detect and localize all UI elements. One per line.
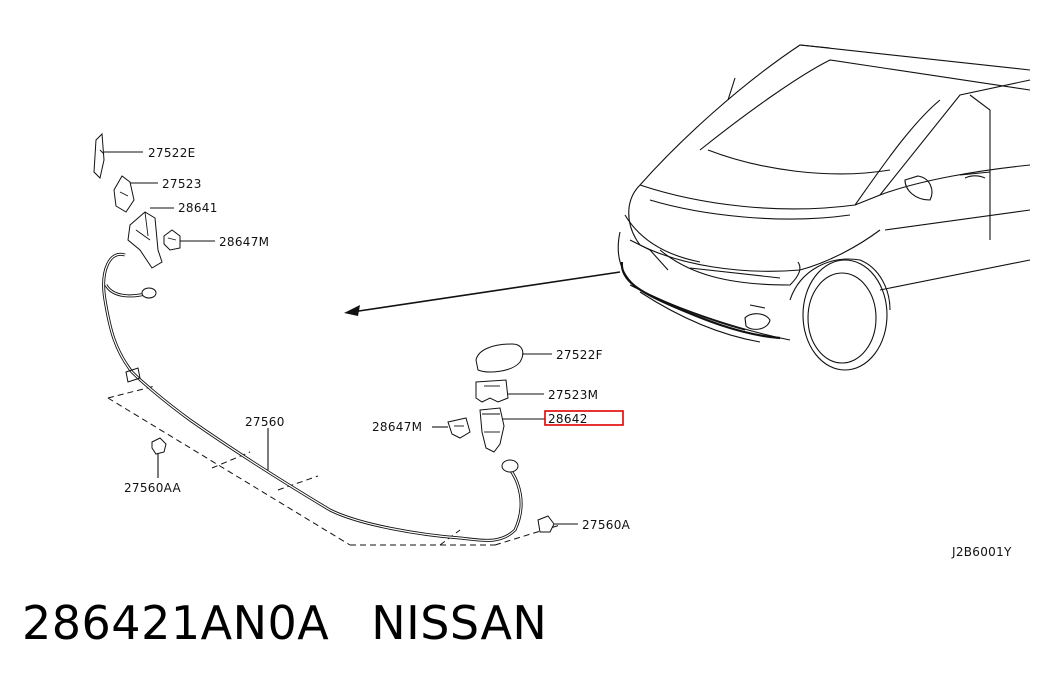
part-caption: 286421AN0A NISSAN [22,596,589,650]
label-27522f: 27522F [556,348,603,362]
label-27522e: 27522E [148,146,196,160]
label-27523m: 27523M [548,388,598,402]
left-top-cover-part [93,132,105,179]
pointer-arrow [344,271,621,316]
left-clip-part [163,229,181,251]
label-28641: 28641 [178,201,218,215]
left-nozzle-part [127,211,163,269]
right-clip-part [447,417,471,439]
label-27560aa: 27560AA [124,481,182,495]
left-hose-connector [141,287,157,299]
left-hose-clip-part [151,437,167,455]
label-27560a: 27560A [582,518,631,532]
label-27560: 27560 [245,415,285,429]
highlight-box [544,410,624,426]
right-hose-connector [501,459,519,473]
washer-hose [102,252,523,542]
label-27523: 27523 [162,177,202,191]
brand-name: NISSAN [371,596,548,650]
left-bracket-part [113,175,135,213]
right-hose-clip-part [537,515,555,533]
diagram-code: J2B6001Y [951,545,1012,559]
right-nozzle-part [479,407,505,453]
label-28647m-right: 28647M [372,420,422,434]
part-number: 286421AN0A [22,596,330,650]
label-28642-highlighted: 28642 [548,412,588,426]
label-28647m-left: 28647M [219,235,269,249]
right-bracket-part [475,379,509,403]
vehicle-illustration [617,44,1031,371]
right-top-cover-part [475,343,524,373]
bumper-washer-line [620,261,781,340]
